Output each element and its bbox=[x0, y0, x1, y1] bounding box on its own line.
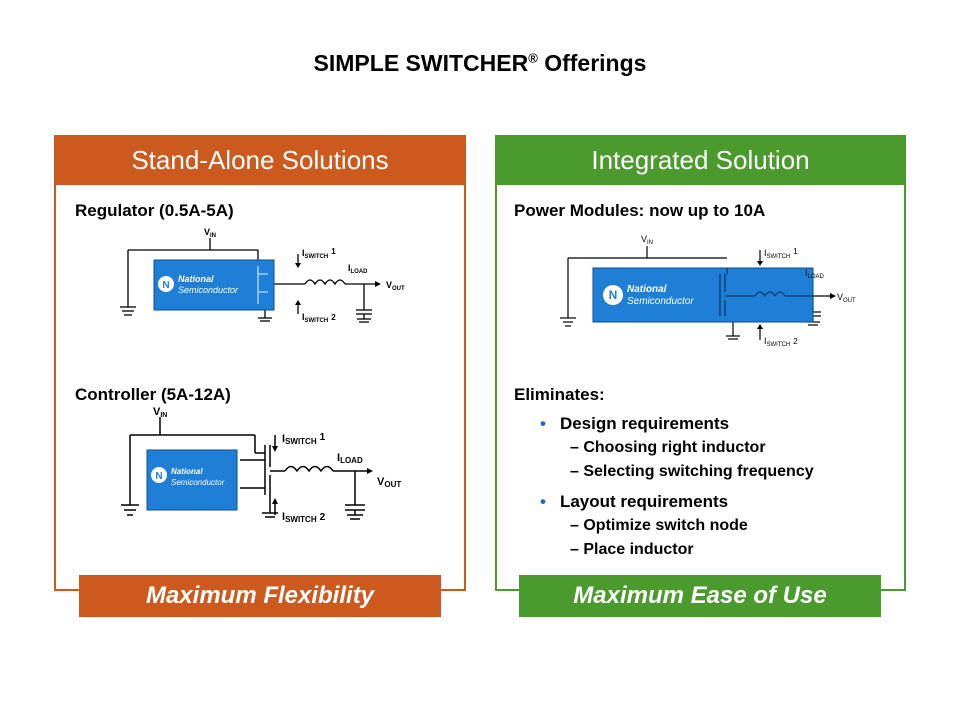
bullet-design-requirements: •Design requirements bbox=[540, 414, 730, 433]
svg-text:Semiconductor: Semiconductor bbox=[627, 296, 694, 307]
sub-item: – Place inductor bbox=[570, 541, 694, 558]
svg-text:National: National bbox=[171, 467, 203, 476]
svg-text:National: National bbox=[178, 274, 214, 284]
svg-text:ISWITCH1: ISWITCH1 bbox=[302, 247, 336, 260]
integrated-header: Integrated Solution bbox=[495, 135, 906, 185]
sub-item: – Choosing right inductor bbox=[570, 439, 766, 456]
svg-text:ILOAD: ILOAD bbox=[348, 263, 368, 275]
svg-text:ISWITCH1: ISWITCH1 bbox=[764, 247, 798, 260]
svg-text:N: N bbox=[155, 471, 162, 482]
stand-alone-panel: Stand-Alone Solutions bbox=[54, 135, 466, 591]
sub-item: – Selecting switching frequency bbox=[570, 463, 814, 480]
svg-text:ILOAD: ILOAD bbox=[805, 268, 825, 280]
svg-text:VIN: VIN bbox=[204, 227, 216, 239]
svg-text:ILOAD: ILOAD bbox=[337, 452, 363, 465]
svg-text:Semiconductor: Semiconductor bbox=[178, 285, 239, 295]
eliminates-label: Eliminates: bbox=[514, 385, 605, 404]
svg-text:National: National bbox=[627, 284, 667, 295]
svg-text:VOUT: VOUT bbox=[837, 292, 856, 304]
svg-text:N: N bbox=[162, 280, 169, 291]
sub-item: – Optimize switch node bbox=[570, 517, 748, 534]
svg-text:VIN: VIN bbox=[153, 406, 167, 419]
svg-text:VOUT: VOUT bbox=[377, 476, 401, 489]
svg-text:Semiconductor: Semiconductor bbox=[171, 478, 225, 487]
svg-text:N: N bbox=[609, 288, 618, 302]
svg-text:VOUT: VOUT bbox=[386, 280, 405, 292]
bullet-layout-requirements: •Layout requirements bbox=[540, 492, 729, 511]
page-title: SIMPLE SWITCHER® Offerings bbox=[313, 50, 647, 76]
controller-label: Controller (5A-12A) bbox=[75, 385, 231, 404]
maximum-flexibility-banner: Maximum Flexibility bbox=[79, 575, 441, 617]
stand-alone-header: Stand-Alone Solutions bbox=[54, 135, 466, 185]
power-module-schematic: N National Semiconductor VIN ISWITCH1 IL… bbox=[560, 234, 856, 348]
integrated-panel: Integrated Solution bbox=[495, 135, 906, 591]
svg-text:ISWITCH1: ISWITCH1 bbox=[282, 432, 326, 446]
regulator-label: Regulator (0.5A-5A) bbox=[75, 201, 234, 220]
svg-text:VIN: VIN bbox=[641, 234, 653, 246]
maximum-ease-of-use-banner: Maximum Ease of Use bbox=[519, 575, 881, 617]
regulator-schematic: N National Semiconductor VIN ISWITCH1 IL… bbox=[120, 227, 405, 324]
power-modules-label: Power Modules: now up to 10A bbox=[514, 201, 766, 220]
